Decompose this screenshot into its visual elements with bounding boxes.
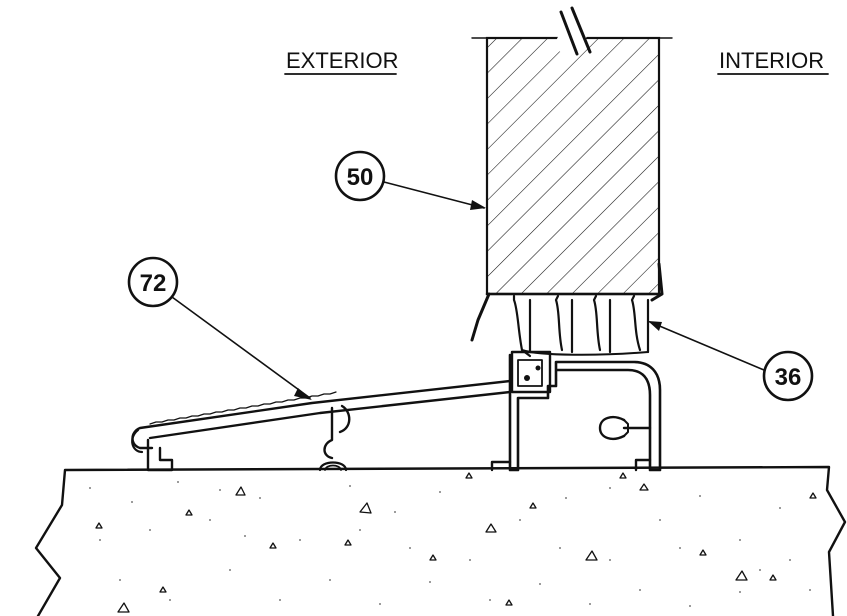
break-line-icon: [552, 2, 598, 60]
callout-72: 72: [127, 256, 312, 400]
exterior-label: EXTERIOR: [284, 48, 398, 75]
svg-text:36: 36: [775, 364, 802, 391]
svg-text:50: 50: [347, 164, 374, 191]
svg-text:72: 72: [140, 270, 167, 297]
door-leaf-section: [470, 2, 673, 342]
callout-36: 36: [648, 321, 814, 402]
svg-text:EXTERIOR: EXTERIOR: [286, 48, 398, 73]
door-sweep-seal: [512, 294, 650, 358]
callout-50: 50: [334, 150, 486, 210]
svg-text:INTERIOR: INTERIOR: [719, 48, 824, 73]
interior-label: INTERIOR: [717, 48, 829, 75]
concrete-slab: [34, 465, 847, 616]
threshold-extrusion: [490, 350, 662, 472]
threshold-ramp: [131, 379, 512, 472]
